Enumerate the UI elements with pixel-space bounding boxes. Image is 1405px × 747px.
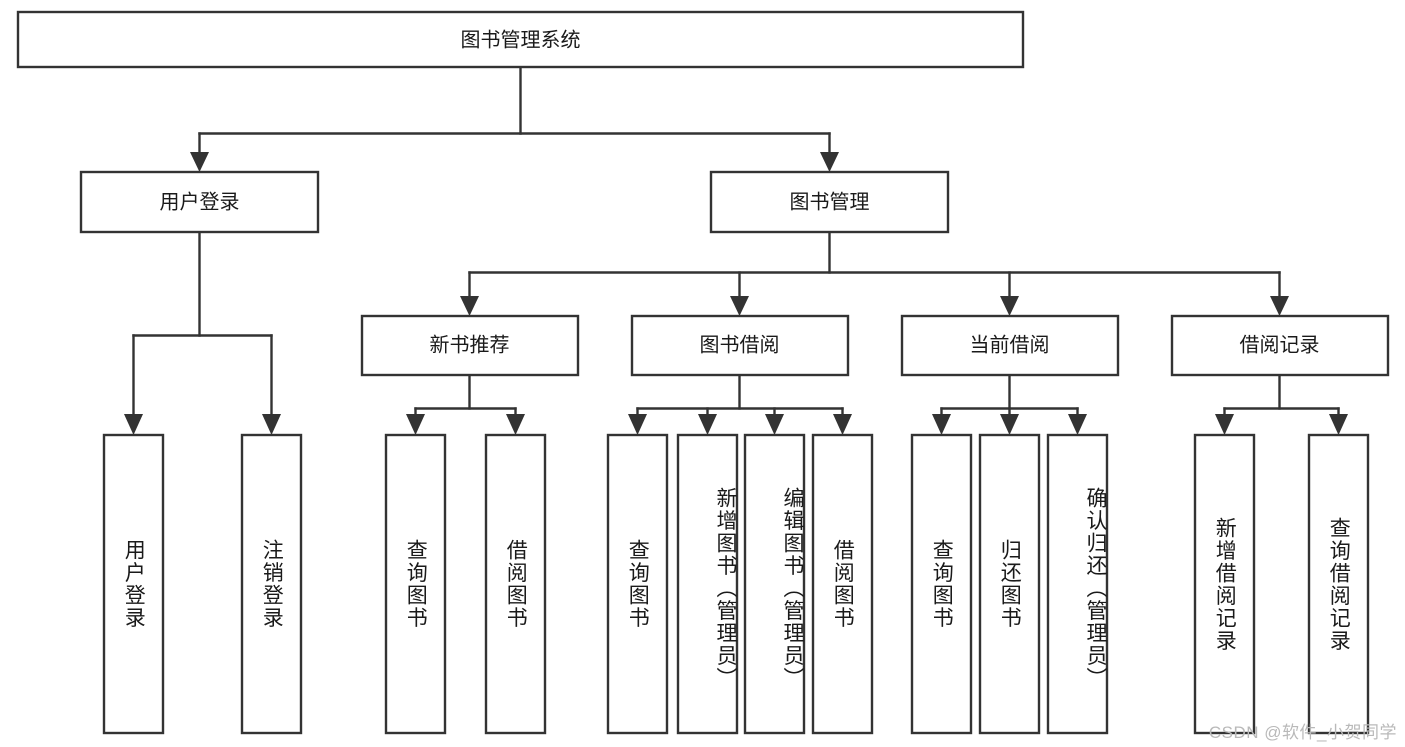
leaf-box-user-login-2[interactable] [240, 433, 303, 735]
leaf-box-new-book-2[interactable] [484, 433, 547, 735]
leaf-label-book-borrow-2: 新增图书（管理员） [714, 486, 737, 690]
leaf-label-new-book-2: 借阅图书 [504, 539, 528, 629]
arrow-head-leaf-current-borrow-1 [932, 414, 951, 435]
leaf-label-current-borrow-1: 查询图书 [930, 539, 954, 629]
arrow-head-leaf-book-borrow-2 [698, 414, 717, 435]
leaf-label-book-borrow-4: 借阅图书 [831, 539, 855, 629]
arrow-head-leaf-current-borrow-2 [1000, 414, 1019, 435]
leaf-box-book-borrow-4[interactable] [811, 433, 874, 735]
arrow-head-leaf-book-borrow-4 [833, 414, 852, 435]
connector-group-new-book-leaves [406, 374, 525, 435]
arrow-head-leaf-new-book-2 [506, 414, 525, 435]
connector-group-current-borrow-leaves [932, 374, 1087, 435]
node-current-borrow-box[interactable] [900, 314, 1120, 377]
arrow-head-borrow-records [1270, 296, 1289, 316]
leaf-label-user-login-1: 用户登录 [122, 539, 146, 629]
leaf-box-borrow-records-1[interactable] [1193, 433, 1256, 735]
leaf-box-user-login-1[interactable] [102, 433, 165, 735]
leaf-label-borrow-records-2: 查询借阅记录 [1327, 516, 1351, 652]
leaf-box-current-borrow-2[interactable] [978, 433, 1041, 735]
arrow-head-leaf-user-login-1 [124, 414, 143, 435]
node-user-login-label: 用户登录 [160, 190, 240, 213]
leaf-box-new-book-1[interactable] [384, 433, 447, 735]
leaf-box-borrow-records-2[interactable] [1307, 433, 1370, 735]
leaf-label-user-login-2: 注销登录 [260, 539, 284, 629]
arrow-head-leaf-borrow-records-1 [1215, 414, 1234, 435]
connector-group-user-login [124, 231, 281, 435]
arrow-head-book-borrow [730, 296, 749, 316]
arrow-head-current-borrow [1000, 296, 1019, 316]
arrow-head-leaf-borrow-records-2 [1329, 414, 1348, 435]
connector-group-borrow-records-leaves [1215, 374, 1348, 435]
connector-group-root [190, 66, 839, 172]
node-new-book-label: 新书推荐 [430, 333, 510, 356]
leaf-label-current-borrow-3: 确认归还（管理员） [1084, 486, 1107, 690]
node-current-borrow-label: 当前借阅 [970, 333, 1050, 356]
leaf-label-current-borrow-2: 归还图书 [998, 539, 1022, 629]
arrow-head-leaf-new-book-1 [406, 414, 425, 435]
leaf-box-book-borrow-1[interactable] [606, 433, 669, 735]
arrow-head-leaf-current-borrow-3 [1068, 414, 1087, 435]
connector-group-book-borrow-leaves [628, 374, 852, 435]
leaf-label-book-borrow-1: 查询图书 [626, 539, 650, 629]
node-user-login-box[interactable] [79, 170, 320, 234]
arrow-head-leaf-book-borrow-1 [628, 414, 647, 435]
arrow-head-leaf-book-borrow-3 [765, 414, 784, 435]
node-new-book-box[interactable] [360, 314, 580, 377]
leaf-box-book-borrow-2[interactable] [676, 433, 739, 735]
node-book-mgmt-box[interactable] [709, 170, 950, 234]
node-borrow-records-box[interactable] [1170, 314, 1390, 377]
leaf-box-current-borrow-1[interactable] [910, 433, 973, 735]
leaf-label-borrow-records-1: 新增借阅记录 [1213, 516, 1237, 652]
leaf-label-book-borrow-3: 编辑图书（管理员） [781, 486, 804, 690]
leaf-box-book-borrow-3[interactable] [743, 433, 806, 735]
node-borrow-records-label: 借阅记录 [1240, 333, 1320, 356]
node-book-borrow-box[interactable] [630, 314, 850, 377]
arrow-head-new-book [460, 296, 479, 316]
arrow-head-user-login [190, 152, 209, 172]
node-root-box[interactable] [16, 10, 1025, 69]
connector-group-book-mgmt [460, 231, 1289, 316]
leaf-box-current-borrow-3[interactable] [1046, 433, 1109, 735]
arrow-head-book-mgmt [820, 152, 839, 172]
csdn-watermark: CSDN @软件_小贺同学 [1208, 723, 1397, 742]
arrow-head-leaf-user-login-2 [262, 414, 281, 435]
node-root-label: 图书管理系统 [461, 28, 581, 51]
node-book-borrow-label: 图书借阅 [700, 333, 780, 356]
node-book-mgmt-label: 图书管理 [790, 190, 870, 213]
leaf-label-new-book-1: 查询图书 [404, 539, 428, 629]
